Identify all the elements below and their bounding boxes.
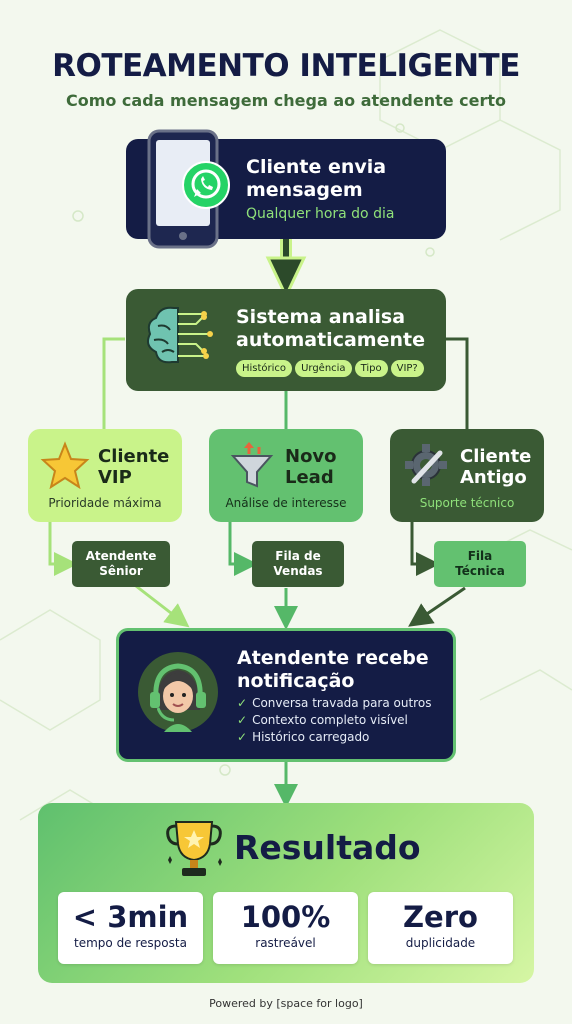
stat-duplicates: Zero duplicidade [368,892,513,964]
check-icon: ✓ [237,730,248,744]
agent-checklist: ✓Conversa travada para outros ✓Contexto … [237,695,431,746]
branch-old-desc: Suporte técnico [419,496,515,510]
target-tech-queue: Fila Técnica [434,541,526,587]
whatsapp-icon [182,161,230,209]
funnel-icon [230,442,274,488]
tag-historico: Histórico [236,360,293,377]
stat-traceable: 100% rastreável [213,892,358,964]
page-subtitle: Como cada mensagem chega ao atendente ce… [65,91,507,110]
gear-wrench-icon [405,444,447,486]
branch-lead-desc: Análise de interesse [225,496,347,510]
step4-title: Atendente recebe notificação [237,647,429,692]
check-item: ✓Contexto completo visível [237,713,408,727]
step1-title: Cliente envia mensagem [246,156,387,201]
main-down-arrow [265,236,307,300]
result-title: Resultado [234,828,421,867]
stat-response-time: < 3min tempo de resposta [58,892,203,964]
branch-old-title: Cliente Antigo [460,446,532,488]
check-icon: ✓ [237,696,248,710]
branch-vip-desc: Prioridade máxima [48,496,162,510]
branch-lead-title: Novo Lead [285,446,337,488]
step2-title: Sistema analisa automaticamente [236,306,425,351]
page-title: ROTEAMENTO INTELIGENTE [52,48,520,84]
star-icon [40,441,90,489]
tag-vip: VIP? [390,360,424,377]
brain-circuit-icon [147,306,213,364]
agent-headset-icon [138,652,218,732]
footer-powered-by: Powered by [space for logo] [209,997,363,1010]
trophy-icon [166,821,222,876]
step1-subtitle: Qualquer hora do dia [246,206,395,222]
tag-urgencia: Urgência [295,360,352,377]
target-senior-agent: Atendente Sênior [72,541,170,587]
tag-tipo: Tipo [354,360,388,377]
target-sales-queue: Fila de Vendas [252,541,344,587]
branch-vip-title: Cliente VIP [98,446,170,488]
branch-new-lead [209,429,363,522]
check-icon: ✓ [237,713,248,727]
check-item: ✓Conversa travada para outros [237,696,432,710]
check-item: ✓Histórico carregado [237,730,370,744]
